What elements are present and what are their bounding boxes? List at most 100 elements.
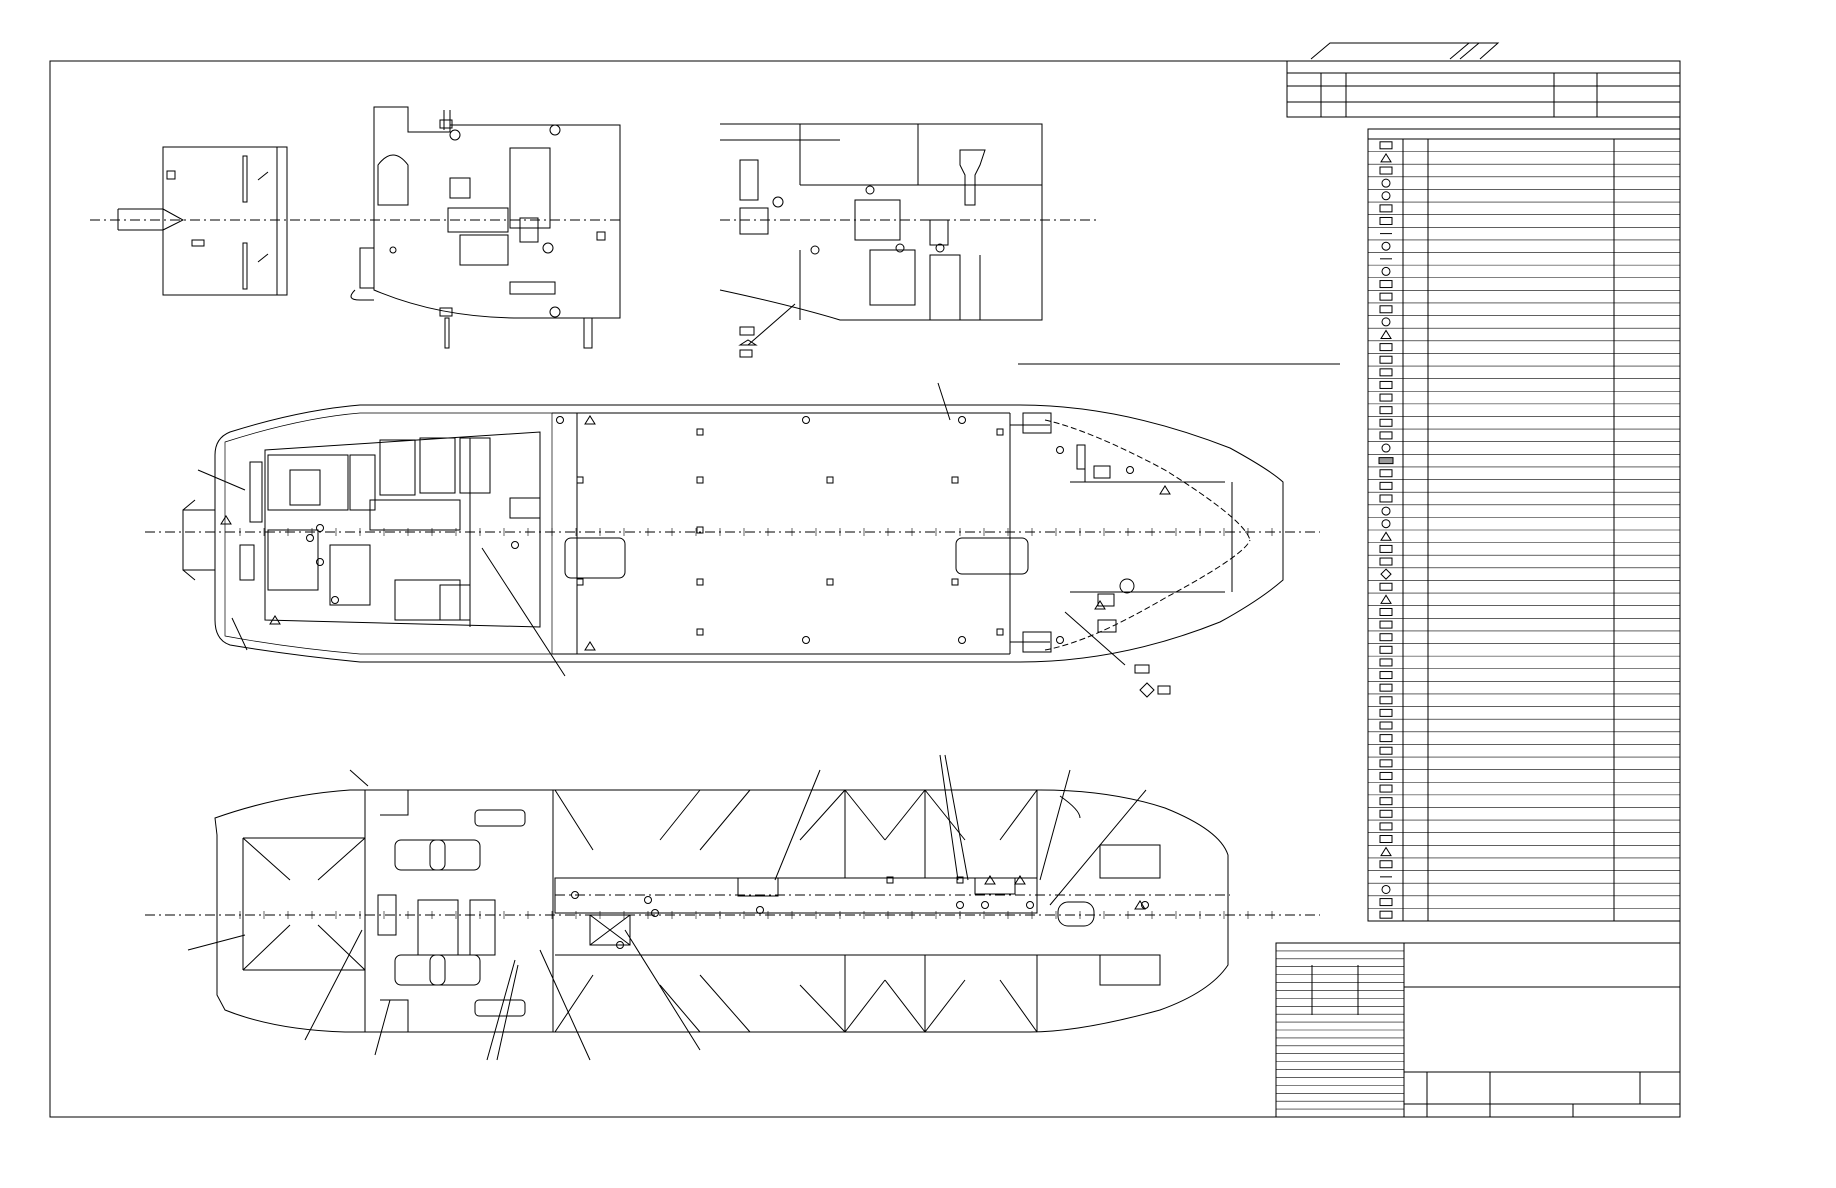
fire-alarm-button-icon <box>1381 178 1391 188</box>
fire-station-icon <box>556 416 564 424</box>
hydrant-box-icon <box>696 428 704 436</box>
hydrant-box-icon <box>951 578 959 586</box>
hydrant-box-icon <box>576 476 584 484</box>
gauge-icon <box>1379 696 1393 705</box>
hydrant-box-icon <box>956 876 964 884</box>
valve-t-icon <box>1379 633 1393 642</box>
title-block-rows <box>1276 950 1404 1110</box>
fire-hose-reel-icon <box>1379 759 1393 768</box>
life-buoy-icon <box>1381 519 1391 529</box>
gear-icon <box>1379 734 1393 743</box>
main-deck-plan <box>145 382 1320 698</box>
legend-table <box>1367 128 1681 922</box>
fire-hose-box-icon <box>1379 784 1393 793</box>
nozzle-icon <box>1380 594 1392 604</box>
pump-icon <box>1379 343 1393 352</box>
box-icon <box>1379 746 1393 755</box>
fire-bell-icon <box>1379 204 1393 213</box>
lifejacket-icon <box>1379 305 1393 314</box>
fire-station-icon <box>616 941 624 949</box>
life-raft-icon <box>1379 494 1393 503</box>
hydrant-box-icon <box>576 578 584 586</box>
mast-top-plan <box>90 146 360 296</box>
hatched-box-icon <box>1378 457 1394 465</box>
warning-triangle-icon <box>1159 485 1171 495</box>
gate-valve-icon <box>1379 797 1393 806</box>
smoke-detector-icon <box>1381 191 1391 201</box>
fan-icon <box>1379 658 1393 667</box>
circle-icon <box>1381 884 1391 894</box>
fire-station-icon <box>651 909 659 917</box>
title-block <box>1275 942 1681 1118</box>
hydrant-box-icon <box>696 578 704 586</box>
warning-triangle-icon <box>1094 600 1106 610</box>
fire-station-icon <box>958 636 966 644</box>
fire-station-icon <box>981 901 989 909</box>
hook-icon <box>1379 469 1393 478</box>
hydrant-box-icon <box>826 476 834 484</box>
fire-station-icon <box>316 524 324 532</box>
foam-nozzle-icon <box>1380 531 1392 541</box>
portable-extinguisher-icon <box>1379 607 1393 616</box>
legend-symbols <box>1378 141 1394 919</box>
circle-icon <box>1381 506 1391 516</box>
hydrant-box-icon <box>996 428 1004 436</box>
wheelhouse-top-plan <box>90 106 621 349</box>
fire-station-icon <box>802 636 810 644</box>
fire-station-icon <box>1056 446 1064 454</box>
hydrant-box-icon <box>696 526 704 534</box>
asterisk-icon <box>1379 822 1393 831</box>
foot-valve-icon <box>1379 809 1393 818</box>
extinguisher-box-icon <box>1379 166 1393 175</box>
first-aid-icon <box>1379 582 1393 591</box>
warning-triangle-icon <box>220 515 232 525</box>
hydrant-box-icon <box>951 476 959 484</box>
fire-station-icon <box>1026 901 1034 909</box>
box-icon <box>1379 898 1393 907</box>
fire-station-icon <box>1379 280 1393 289</box>
box-icon <box>1379 671 1393 680</box>
legend-rows <box>1368 151 1680 909</box>
flag-icon <box>1379 418 1393 427</box>
lifebuoy-line-icon <box>1381 317 1391 327</box>
pump-icon <box>1379 683 1393 692</box>
triangle-sign-icon <box>1380 329 1392 339</box>
hydrant-box-icon <box>996 628 1004 636</box>
warning-triangle-icon <box>269 615 281 625</box>
fire-station-icon <box>511 541 519 549</box>
circle-icon <box>1381 443 1391 453</box>
triangle-sign-icon <box>1380 846 1392 857</box>
hydrant-box-icon <box>826 578 834 586</box>
box-icon <box>1379 910 1393 919</box>
fire-station-icon <box>802 416 810 424</box>
fire-station-icon <box>571 891 579 899</box>
fuel-tank-icon <box>1379 835 1393 844</box>
valve-t-icon <box>1379 645 1393 654</box>
symbol-markers <box>220 415 1273 949</box>
fire-hose-box-icon <box>1379 544 1393 553</box>
fire-station-icon <box>1126 466 1134 474</box>
warning-triangle-icon <box>584 641 596 651</box>
fire-main-valve-icon <box>1379 380 1393 389</box>
warning-triangle-icon <box>1134 900 1146 910</box>
fire-station-icon <box>331 596 339 604</box>
hydrant-box-icon <box>696 476 704 484</box>
lower-deck-plan <box>145 754 1320 1061</box>
sheet-border <box>49 60 1681 1118</box>
pump-icon <box>1379 708 1393 717</box>
life-buoy-light-icon <box>1381 241 1391 251</box>
hydrant-box-icon <box>886 876 894 884</box>
hook-icon <box>1379 481 1393 490</box>
diamond-icon <box>1380 568 1392 580</box>
fire-station-icon <box>1056 636 1064 644</box>
foam-nozzle-icon <box>1380 152 1392 163</box>
box-icon <box>1379 721 1393 730</box>
fire-station-icon <box>956 901 964 909</box>
hydrant-box-icon <box>696 628 704 636</box>
lamp-icon <box>1379 860 1393 869</box>
bridge-deck-plan <box>719 123 1100 358</box>
station-bracket-icon <box>1379 620 1393 629</box>
fire-station-icon <box>958 416 966 424</box>
drum-icon <box>1379 557 1393 566</box>
